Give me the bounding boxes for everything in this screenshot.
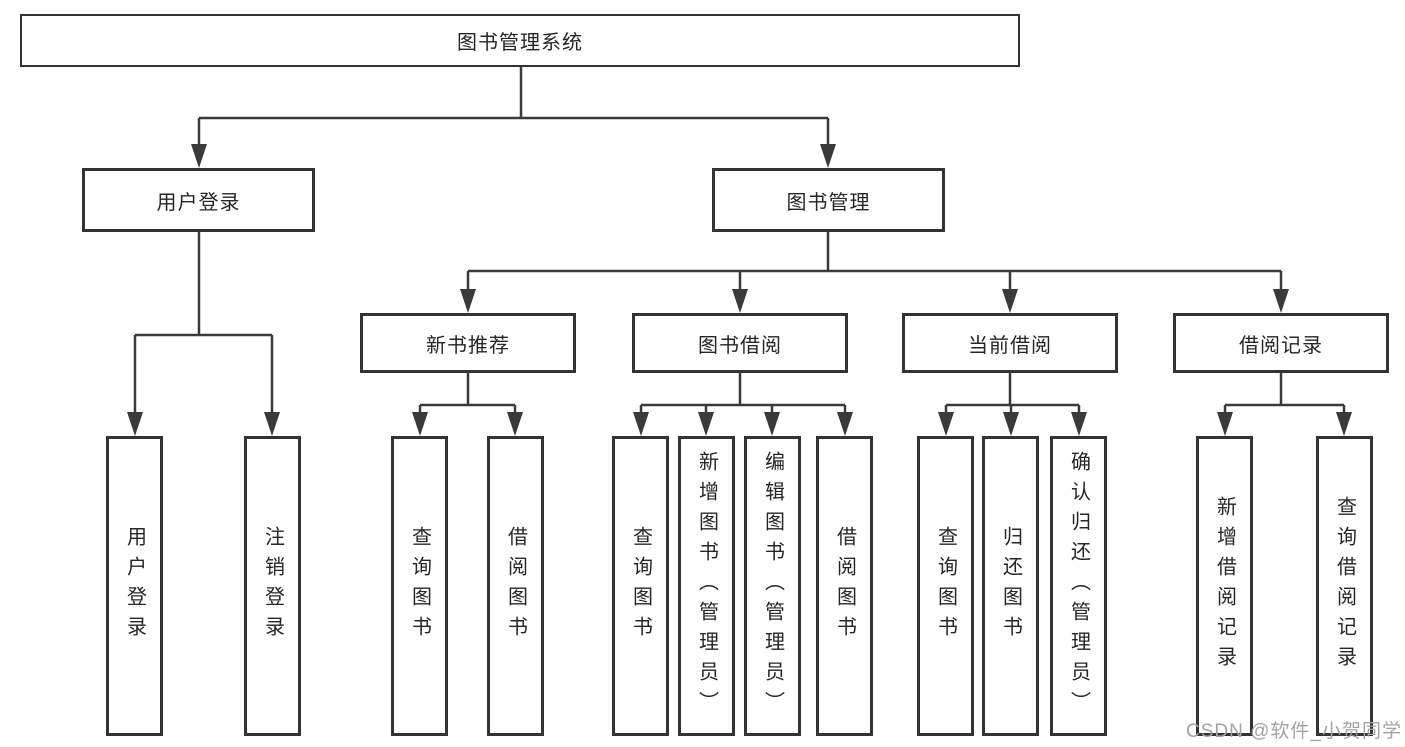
node-book-management: 图书管理 bbox=[712, 168, 945, 232]
node-library-system: 图书管理系统 bbox=[20, 14, 1020, 67]
leaf-return-books: 归还图书 bbox=[982, 436, 1039, 736]
leaf-label: 借阅图书 bbox=[504, 526, 527, 646]
leaf-add-borrow-record: 新增借阅记录 bbox=[1196, 436, 1253, 736]
leaf-logout: 注销登录 bbox=[244, 436, 301, 736]
leaf-label: 确认归还（管理员） bbox=[1067, 451, 1090, 721]
node-current-borrow: 当前借阅 bbox=[902, 313, 1118, 373]
leaf-query-books: 查询图书 bbox=[612, 436, 669, 736]
leaf-label: 查询图书 bbox=[629, 526, 652, 646]
leaf-label: 编辑图书（管理员） bbox=[761, 451, 784, 721]
leaf-edit-books-admin: 编辑图书（管理员） bbox=[744, 436, 801, 736]
leaf-add-books-admin: 新增图书（管理员） bbox=[678, 436, 735, 736]
leaf-query-books: 查询图书 bbox=[391, 436, 448, 736]
leaf-label: 借阅图书 bbox=[833, 526, 856, 646]
leaf-user-login: 用户登录 bbox=[106, 436, 163, 736]
node-book-borrow: 图书借阅 bbox=[632, 313, 848, 373]
leaf-label: 查询图书 bbox=[408, 526, 431, 646]
node-new-book-recommend: 新书推荐 bbox=[360, 313, 576, 373]
leaf-confirm-return-admin: 确认归还（管理员） bbox=[1050, 436, 1107, 736]
leaf-label: 归还图书 bbox=[999, 526, 1022, 646]
node-user-login: 用户登录 bbox=[82, 168, 315, 232]
csdn-watermark: CSDN @软件_小贺同学 bbox=[1186, 721, 1402, 742]
leaf-query-borrow-record: 查询借阅记录 bbox=[1316, 436, 1373, 736]
leaf-borrow-books: 借阅图书 bbox=[816, 436, 873, 736]
node-borrow-records: 借阅记录 bbox=[1173, 313, 1389, 373]
leaf-borrow-books: 借阅图书 bbox=[487, 436, 544, 736]
leaf-label: 注销登录 bbox=[261, 526, 284, 646]
leaf-label: 新增图书（管理员） bbox=[695, 451, 718, 721]
leaf-label: 用户登录 bbox=[123, 526, 146, 646]
leaf-label: 新增借阅记录 bbox=[1213, 496, 1236, 676]
leaf-label: 查询借阅记录 bbox=[1333, 496, 1356, 676]
leaf-label: 查询图书 bbox=[934, 526, 957, 646]
leaf-query-books: 查询图书 bbox=[917, 436, 974, 736]
